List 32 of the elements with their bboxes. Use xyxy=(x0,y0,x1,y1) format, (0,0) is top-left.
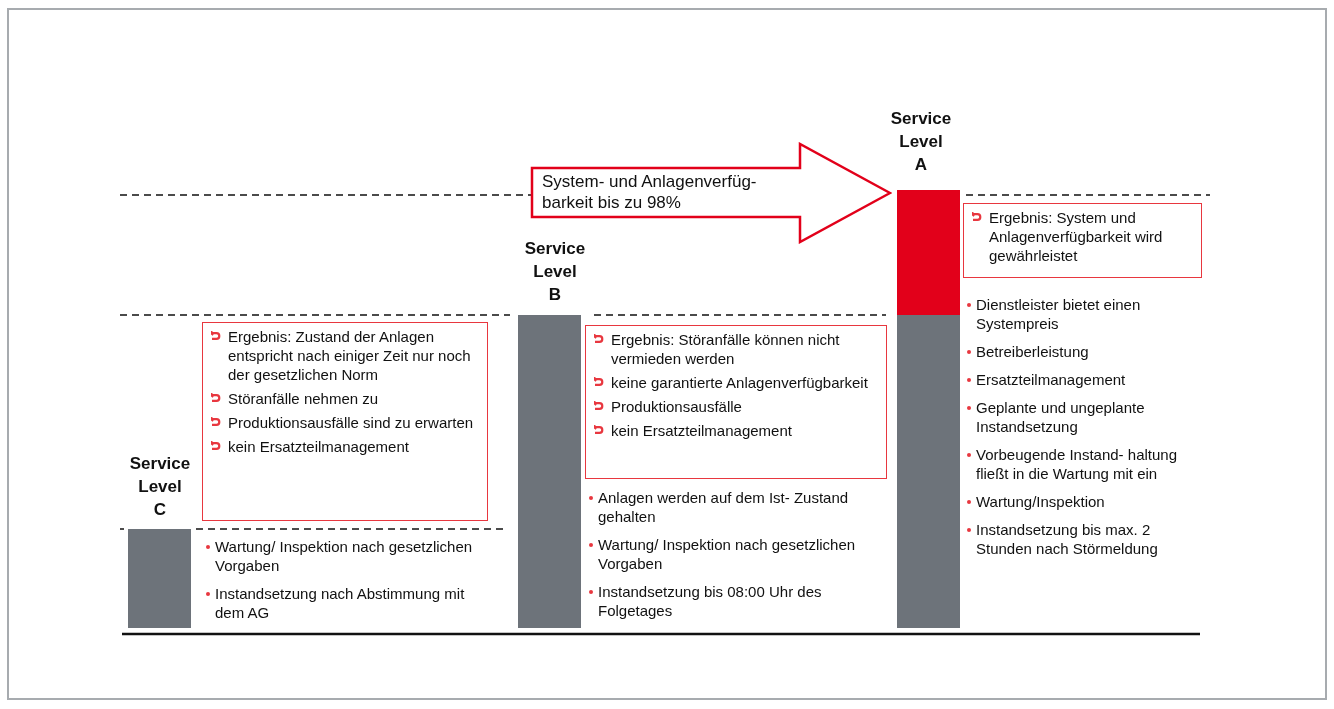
result-text: keine garantierte Anlagenverfügbarkeit xyxy=(611,373,868,392)
bullet-text: Ersatzteilmanagement xyxy=(976,370,1126,389)
result-text: kein Ersatzteilmanagement xyxy=(228,437,409,456)
bullet-text: Dienstleister bietet einen Systempreis xyxy=(976,295,1142,333)
result-text: Produktionsausfälle xyxy=(611,397,742,416)
block-arrow xyxy=(530,142,892,244)
result-text: kein Ersatzteilmanagement xyxy=(611,421,792,440)
result-text: Ergebnis: Störanfälle können nicht vermieden werden xyxy=(611,330,841,368)
result-box xyxy=(963,203,1202,278)
service-level-bar xyxy=(128,529,191,628)
bullet-text: Geplante und ungeplante Instandsetzung xyxy=(976,398,1146,436)
result-text: Störanfälle nehmen zu xyxy=(228,389,379,408)
service-level-bar xyxy=(897,190,960,628)
arrow-text: System- und Anlagenverfüg- barkeit bis zu 98% xyxy=(542,171,758,213)
service-level-label: Service Level B xyxy=(524,238,586,306)
result-text: Produktionsausfälle sind zu erwarten xyxy=(228,413,474,432)
service-level-label: Service Level A xyxy=(890,108,952,176)
bullet-text: Vorbeugende Instand- haltung fließt in die Wartung mit ein xyxy=(976,445,1178,483)
bullet-text: Betreiberleistung xyxy=(976,342,1089,361)
result-box xyxy=(585,325,887,479)
result-text: Ergebnis: System und Anlagenverfügbarkeit wird gewährleistet xyxy=(989,208,1164,265)
bullet-text: Wartung/Inspektion xyxy=(976,492,1105,511)
bullet-text: Instandsetzung bis 08:00 Uhr des Folgetages xyxy=(598,582,823,620)
service-level-bar xyxy=(518,315,581,628)
bullet-text: Anlagen werden auf dem Ist- Zustand gehalten xyxy=(598,488,850,526)
bullet-text: Instandsetzung nach Abstimmung mit dem AG xyxy=(215,584,466,622)
bullet-text: Wartung/ Inspektion nach gesetzlichen Vorgaben xyxy=(598,535,857,573)
result-box xyxy=(202,322,488,521)
service-level-label: Service Level C xyxy=(129,453,191,521)
bullet-text: Wartung/ Inspektion nach gesetzlichen Vorgaben xyxy=(215,537,474,575)
bullet-text: Instandsetzung bis max. 2 Stunden nach Störmeldung xyxy=(976,520,1159,558)
result-text: Ergebnis: Zustand der Anlagen entspricht nach einiger Zeit nur noch der gesetzlichen Norm xyxy=(228,327,472,384)
